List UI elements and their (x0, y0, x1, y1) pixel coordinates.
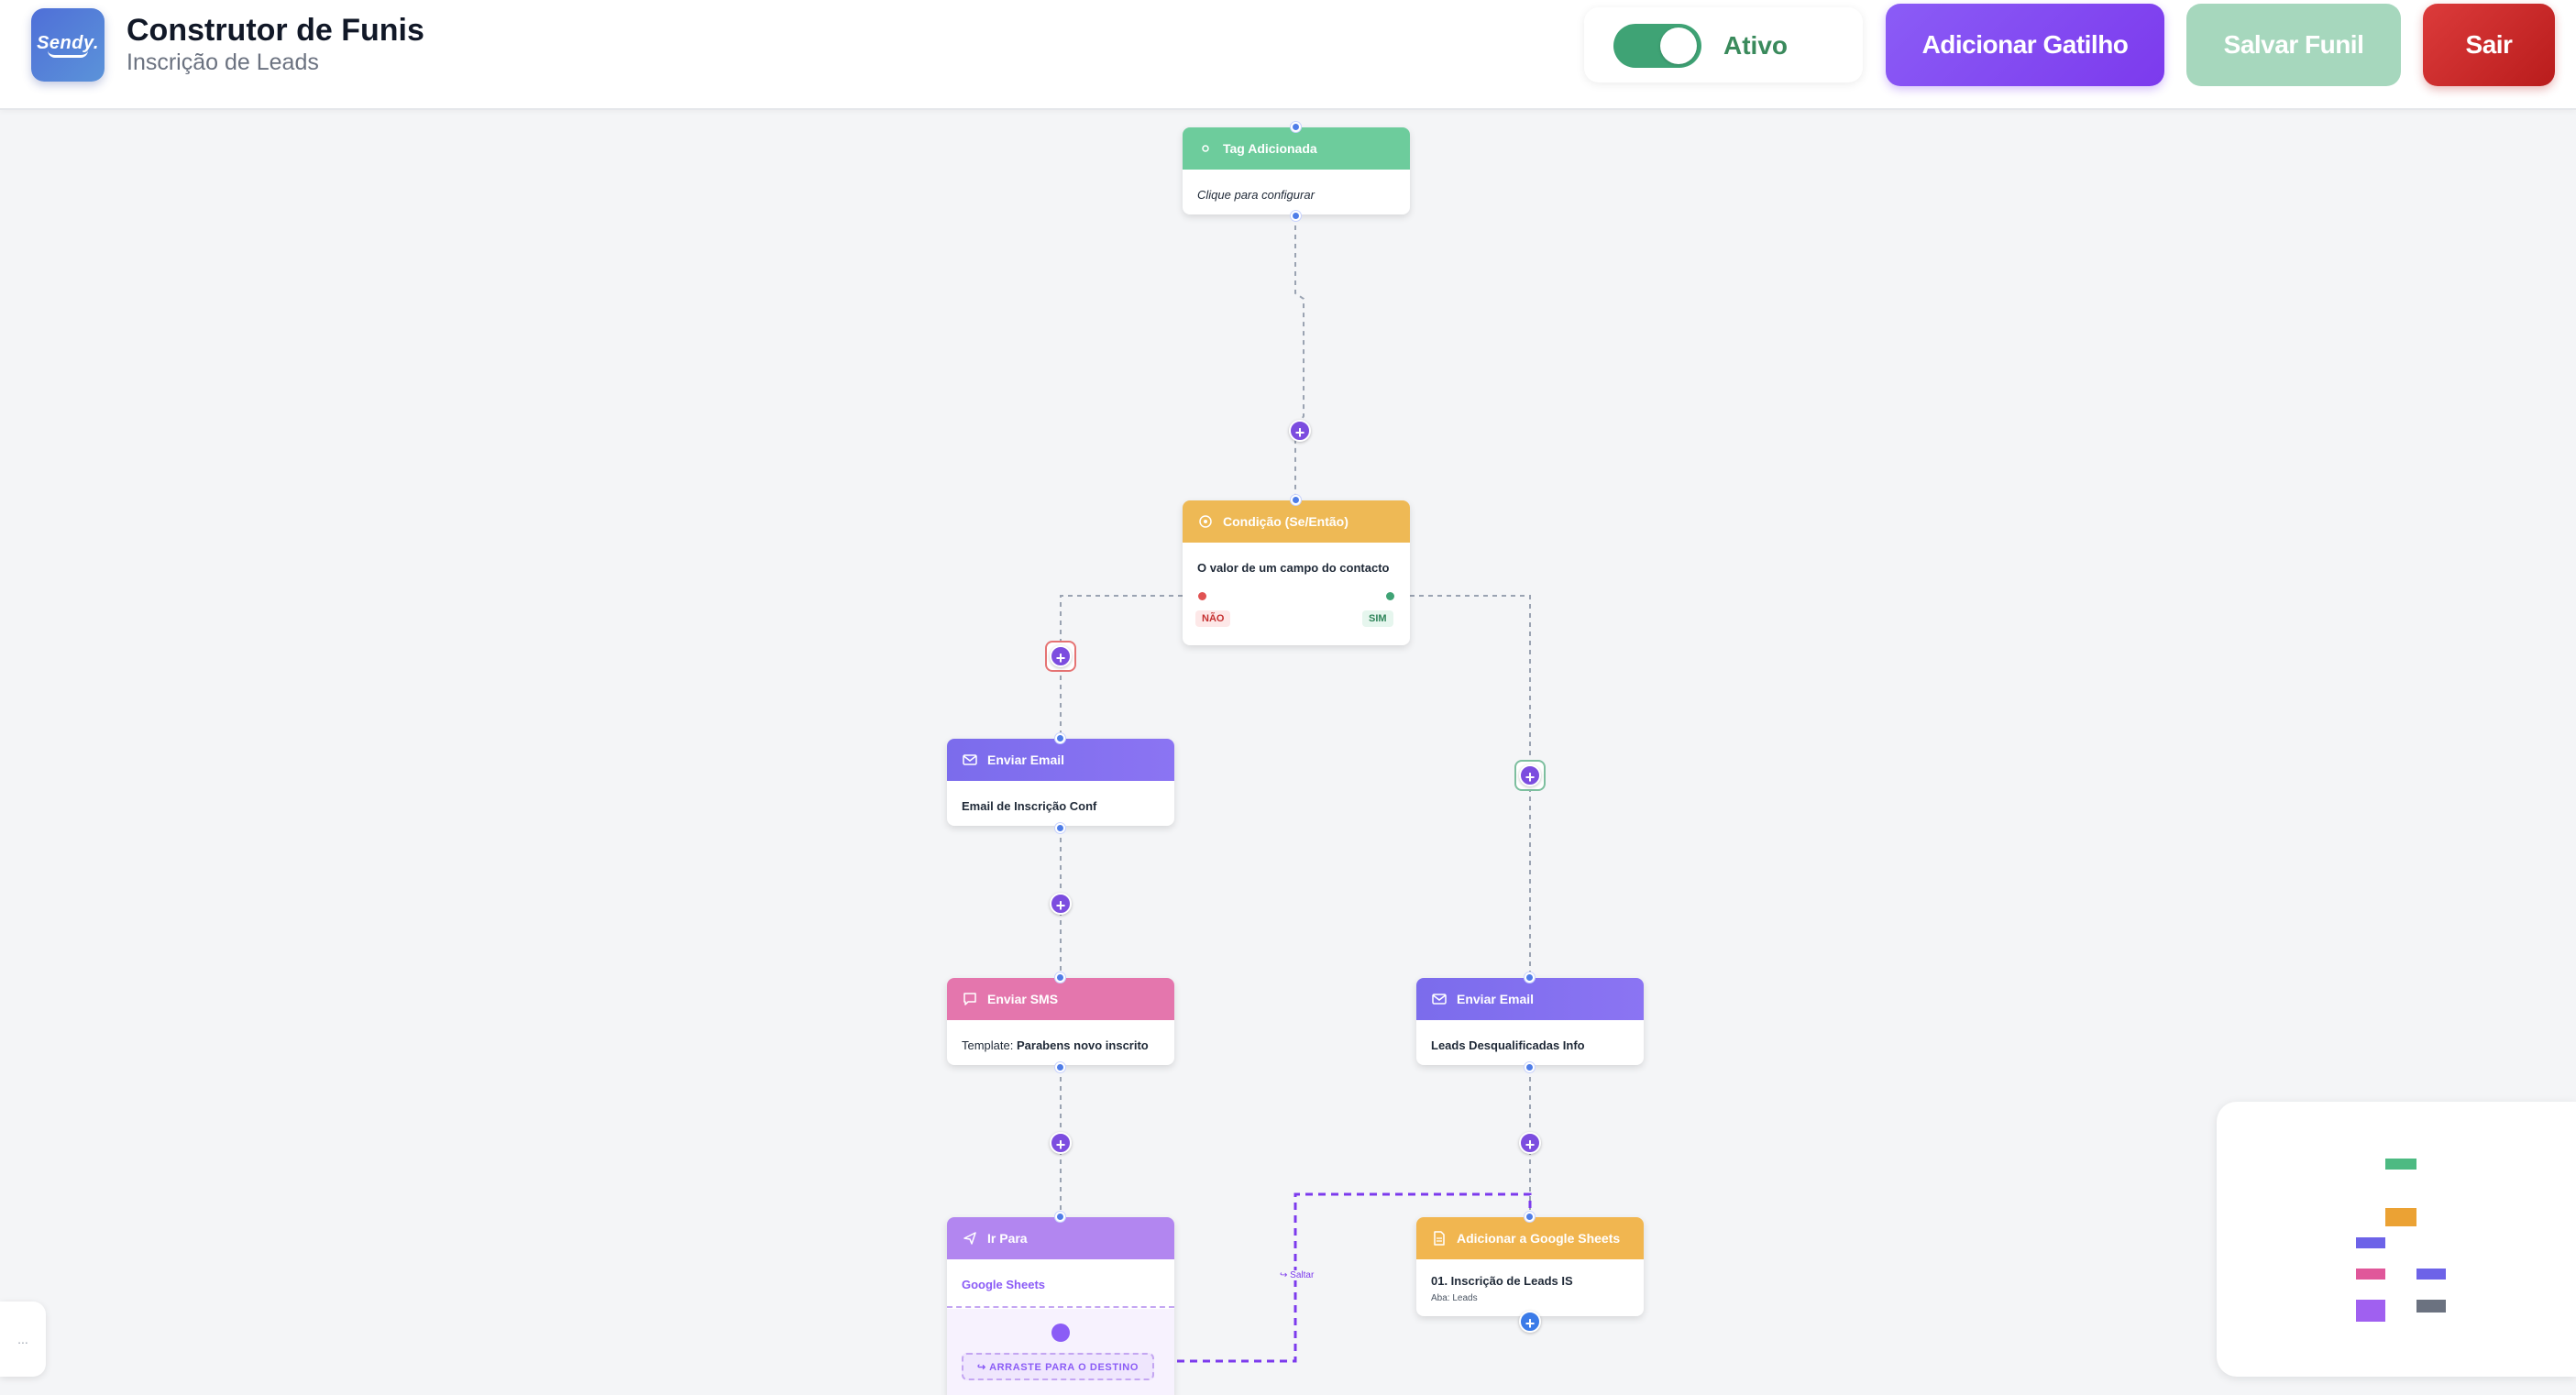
active-toggle[interactable] (1613, 24, 1701, 68)
output-port[interactable] (1291, 211, 1301, 221)
mail-icon (962, 752, 978, 768)
logo-text: Sendy. (37, 32, 99, 53)
node-goto[interactable]: Ir Para Google Sheets ↪ ARRASTE PARA O D… (947, 1212, 1174, 1395)
sheet-name: 01. Inscrição de Leads IS (1431, 1274, 1573, 1288)
add-step-button[interactable]: + (1519, 1311, 1541, 1333)
node-body: Template: Parabens novo inscrito (947, 1020, 1174, 1065)
active-toggle-container: Ativo (1584, 7, 1863, 82)
node-header: Tag Adicionada (1183, 127, 1410, 170)
node-title: Condição (Se/Então) (1223, 514, 1349, 529)
condition-icon (1197, 513, 1214, 530)
node-tag-added[interactable]: Tag Adicionada Clique para configurar (1183, 122, 1410, 221)
page-title: Construtor de Funis (127, 13, 424, 48)
input-port[interactable] (1055, 733, 1065, 743)
output-port[interactable] (1055, 1062, 1065, 1072)
minimap-node (2416, 1269, 2446, 1280)
minimap-node (2356, 1269, 2385, 1280)
minimap-node (2385, 1159, 2416, 1170)
active-toggle-label: Ativo (1723, 31, 1788, 60)
minimap[interactable] (2217, 1102, 2576, 1377)
node-title: Tag Adicionada (1223, 141, 1317, 156)
add-step-button[interactable]: + (1289, 420, 1311, 442)
add-trigger-button[interactable]: Adicionar Gatilho (1886, 4, 2164, 86)
yes-branch-badge: SIM (1362, 610, 1393, 627)
node-send-email-right[interactable]: Enviar Email Leads Desqualificadas Info (1416, 972, 1644, 1072)
input-port[interactable] (1055, 972, 1065, 983)
add-step-no-branch-button[interactable]: + (1050, 645, 1072, 667)
node-body: Clique para configurar (1197, 188, 1315, 202)
node-title: Enviar Email (987, 752, 1065, 767)
output-port[interactable] (1525, 1062, 1535, 1072)
node-header: Ir Para (947, 1217, 1174, 1259)
send-icon (962, 1230, 978, 1247)
node-send-sms[interactable]: Enviar SMS Template: Parabens novo inscr… (947, 972, 1174, 1072)
top-header: Sendy. Construtor de Funis Inscrição de … (0, 0, 2576, 110)
input-port[interactable] (1291, 495, 1301, 505)
sheet-tab: Aba: Leads (1431, 1293, 1478, 1303)
yes-output-port[interactable] (1386, 592, 1394, 600)
no-branch-badge: NÃO (1195, 610, 1231, 627)
drop-area (947, 1309, 1174, 1395)
node-body: Leads Desqualificadas Info (1431, 1038, 1585, 1052)
document-icon (1431, 1230, 1448, 1247)
node-body: O valor de um campo do contacto (1197, 561, 1390, 575)
sendy-logo: Sendy. (31, 8, 105, 82)
node-google-sheets[interactable]: Adicionar a Google Sheets 01. Inscrição … (1416, 1212, 1644, 1333)
minimap-node (2356, 1300, 2385, 1322)
node-title: Enviar Email (1457, 992, 1535, 1006)
node-body: 01. Inscrição de Leads IS Aba: Leads (1416, 1259, 1644, 1316)
save-funnel-button[interactable]: Salvar Funil (2186, 4, 2401, 86)
node-condition[interactable]: Condição (Se/Então) O valor de um campo … (1183, 495, 1410, 645)
connector-tag-condition (1294, 216, 1305, 500)
add-step-button[interactable]: + (1519, 1132, 1541, 1154)
node-title: Enviar SMS (987, 992, 1059, 1006)
template-name: Parabens novo inscrito (1016, 1038, 1149, 1052)
jump-label: ↪ Saltar (1278, 1270, 1316, 1280)
goto-drag-handle[interactable] (1051, 1324, 1070, 1342)
template-prefix: Template: (962, 1038, 1017, 1052)
output-port[interactable] (1055, 823, 1065, 833)
node-title: Adicionar a Google Sheets (1457, 1231, 1621, 1246)
toggle-knob (1660, 27, 1697, 64)
node-title: Ir Para (987, 1231, 1028, 1246)
connector-condition-no (1060, 595, 1183, 739)
minimap-node (2416, 1300, 2446, 1313)
input-port[interactable] (1525, 972, 1535, 983)
node-header: Condição (Se/Então) (1183, 500, 1410, 543)
node-header: Enviar SMS (947, 978, 1174, 1020)
node-body: Google Sheets (947, 1259, 1174, 1308)
input-port[interactable] (1291, 122, 1301, 132)
funnel-name: Inscrição de Leads (127, 49, 319, 75)
node-send-email-left[interactable]: Enviar Email Email de Inscrição Conf (947, 733, 1174, 833)
input-port[interactable] (1525, 1212, 1535, 1222)
node-header: Enviar Email (1416, 978, 1644, 1020)
drag-to-target-zone[interactable]: ↪ ARRASTE PARA O DESTINO (962, 1353, 1154, 1380)
node-body: Email de Inscrição Conf (962, 799, 1097, 813)
tag-icon (1197, 140, 1214, 157)
logo-swoosh (48, 50, 88, 58)
add-step-button[interactable]: + (1050, 893, 1072, 915)
input-port[interactable] (1055, 1212, 1065, 1222)
connector-condition-yes (1410, 595, 1531, 978)
side-panel-toggle[interactable]: ... (0, 1302, 46, 1377)
no-output-port[interactable] (1198, 592, 1206, 600)
add-step-button[interactable]: + (1050, 1132, 1072, 1154)
node-header: Enviar Email (947, 739, 1174, 781)
minimap-node (2356, 1237, 2385, 1248)
exit-button[interactable]: Sair (2423, 4, 2555, 86)
mail-icon (1431, 991, 1448, 1007)
minimap-node (2385, 1208, 2416, 1226)
add-step-yes-branch-button[interactable]: + (1519, 764, 1541, 786)
chat-icon (962, 991, 978, 1007)
node-header: Adicionar a Google Sheets (1416, 1217, 1644, 1259)
